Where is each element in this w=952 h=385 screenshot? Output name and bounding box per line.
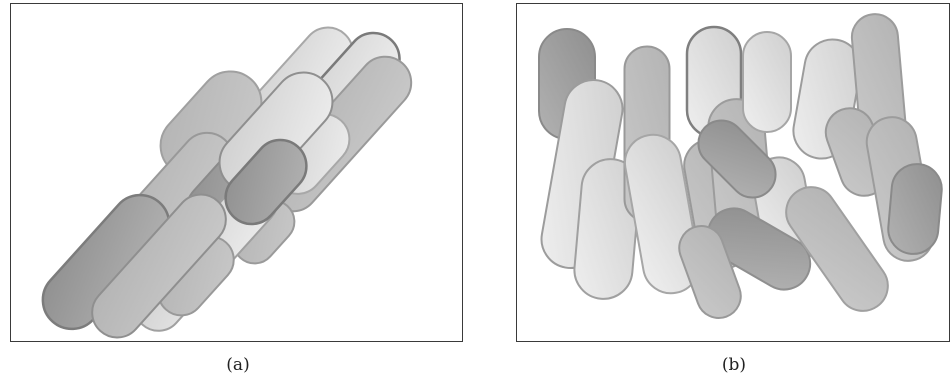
panel-b-caption: (b) [704, 355, 764, 375]
rod [743, 32, 791, 132]
panel-a-rods [11, 4, 463, 342]
rod-group-aligned [31, 17, 422, 342]
panel-a-caption: (a) [208, 355, 268, 375]
panel-b-frame [516, 3, 950, 342]
panel-b-rods [517, 4, 950, 342]
rod-group-random [537, 12, 944, 324]
panel-a-frame [10, 3, 463, 342]
rod [886, 162, 944, 256]
